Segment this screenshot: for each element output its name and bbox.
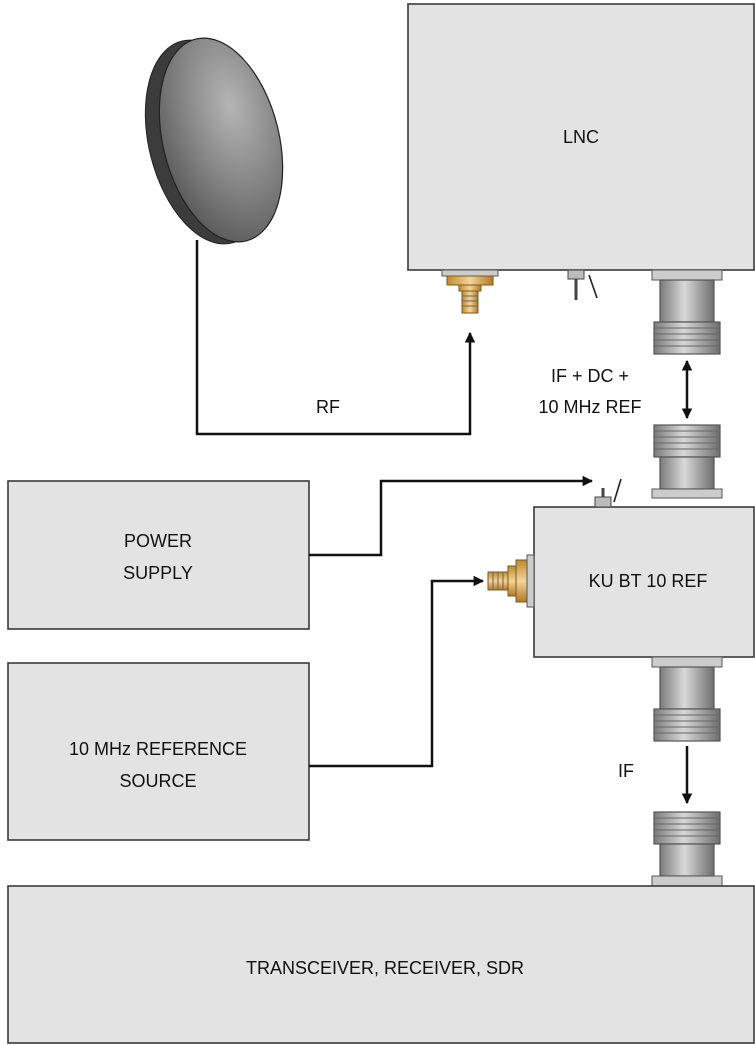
- lnc-n-connector-icon: [651, 269, 723, 355]
- kubt-label: KU BT 10 REF: [589, 571, 708, 591]
- lnc-sma-connector-icon: [441, 269, 499, 314]
- lnc-label: LNC: [563, 127, 599, 147]
- lnc-dc-pin-icon: [567, 269, 598, 300]
- ref-source-label-line2: SOURCE: [119, 771, 196, 791]
- rf-line: [195, 240, 476, 436]
- satellite-dish-icon: [144, 37, 284, 245]
- if-dc-ref-label-line1: IF + DC +: [551, 366, 629, 386]
- transceiver-label: TRANSCEIVER, RECEIVER, SDR: [246, 958, 524, 978]
- ref-source-block: [7, 662, 310, 841]
- power-supply-label-line1: POWER: [124, 531, 192, 551]
- kubt-bottom-n-connector-icon: [651, 656, 723, 742]
- kubt-sma-connector-icon: [487, 554, 535, 608]
- kubt-top-n-connector-icon: [651, 424, 723, 499]
- rf-label: RF: [316, 397, 340, 417]
- power-supply-block: [7, 480, 310, 630]
- ref-source-label-line1: 10 MHz REFERENCE: [69, 739, 247, 759]
- if-label: IF: [618, 761, 634, 781]
- transceiver-n-connector-icon: [651, 811, 723, 887]
- kubt-dc-pin-icon: [594, 478, 622, 508]
- ref-line: [309, 575, 485, 768]
- transceiver-block: [7, 885, 755, 1044]
- power-supply-label-line2: SUPPLY: [123, 563, 193, 583]
- if-dc-ref-label-line2: 10 MHz REF: [538, 397, 641, 417]
- kubt-block: [533, 506, 755, 658]
- power-line: [309, 475, 594, 557]
